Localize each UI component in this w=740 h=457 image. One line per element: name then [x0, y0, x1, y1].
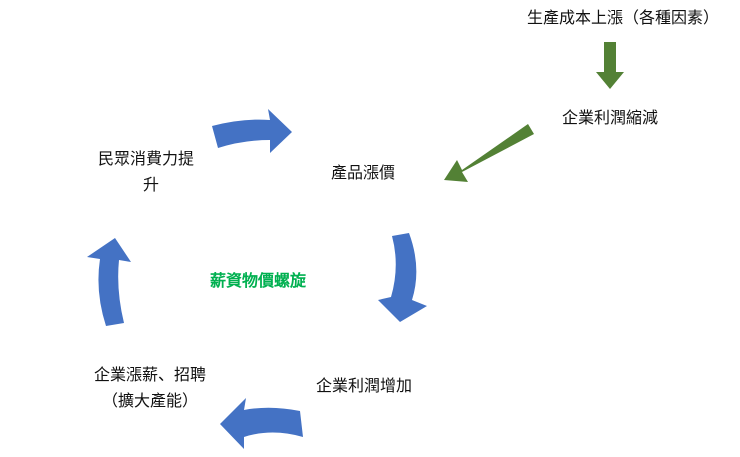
- node-consumption-line2: 升: [143, 175, 160, 194]
- node-raise-hire: 企業漲薪、招聘 （擴大產能）: [94, 362, 206, 414]
- cycle-arrow-consumption-to-price: [212, 109, 292, 153]
- node-profit-decrease: 企業利潤縮減: [561, 108, 659, 127]
- cycle-arrow-raise-to-consumption: [87, 238, 131, 326]
- cycle-arrow-profit-increase-to-raise: [220, 398, 303, 449]
- node-price-rise: 產品漲價: [330, 163, 396, 182]
- node-raise-hire-line2: （擴大產能）: [101, 391, 199, 410]
- node-profit-increase: 企業利潤增加: [315, 376, 413, 395]
- node-consumption-line1: 民眾消費力提: [98, 149, 195, 168]
- arrow-cost-to-profit-decrease: [596, 42, 624, 89]
- center-title: 薪資物價螺旋: [209, 271, 307, 290]
- node-consumption: 民眾消費力提 升: [98, 146, 194, 198]
- node-cost-rise: 生產成本上漲（各種因素）: [526, 8, 720, 27]
- cycle-arrow-price-to-profit-increase: [378, 233, 427, 322]
- arrow-profit-decrease-to-price: [444, 124, 534, 182]
- node-raise-hire-line1: 企業漲薪、招聘: [93, 365, 207, 384]
